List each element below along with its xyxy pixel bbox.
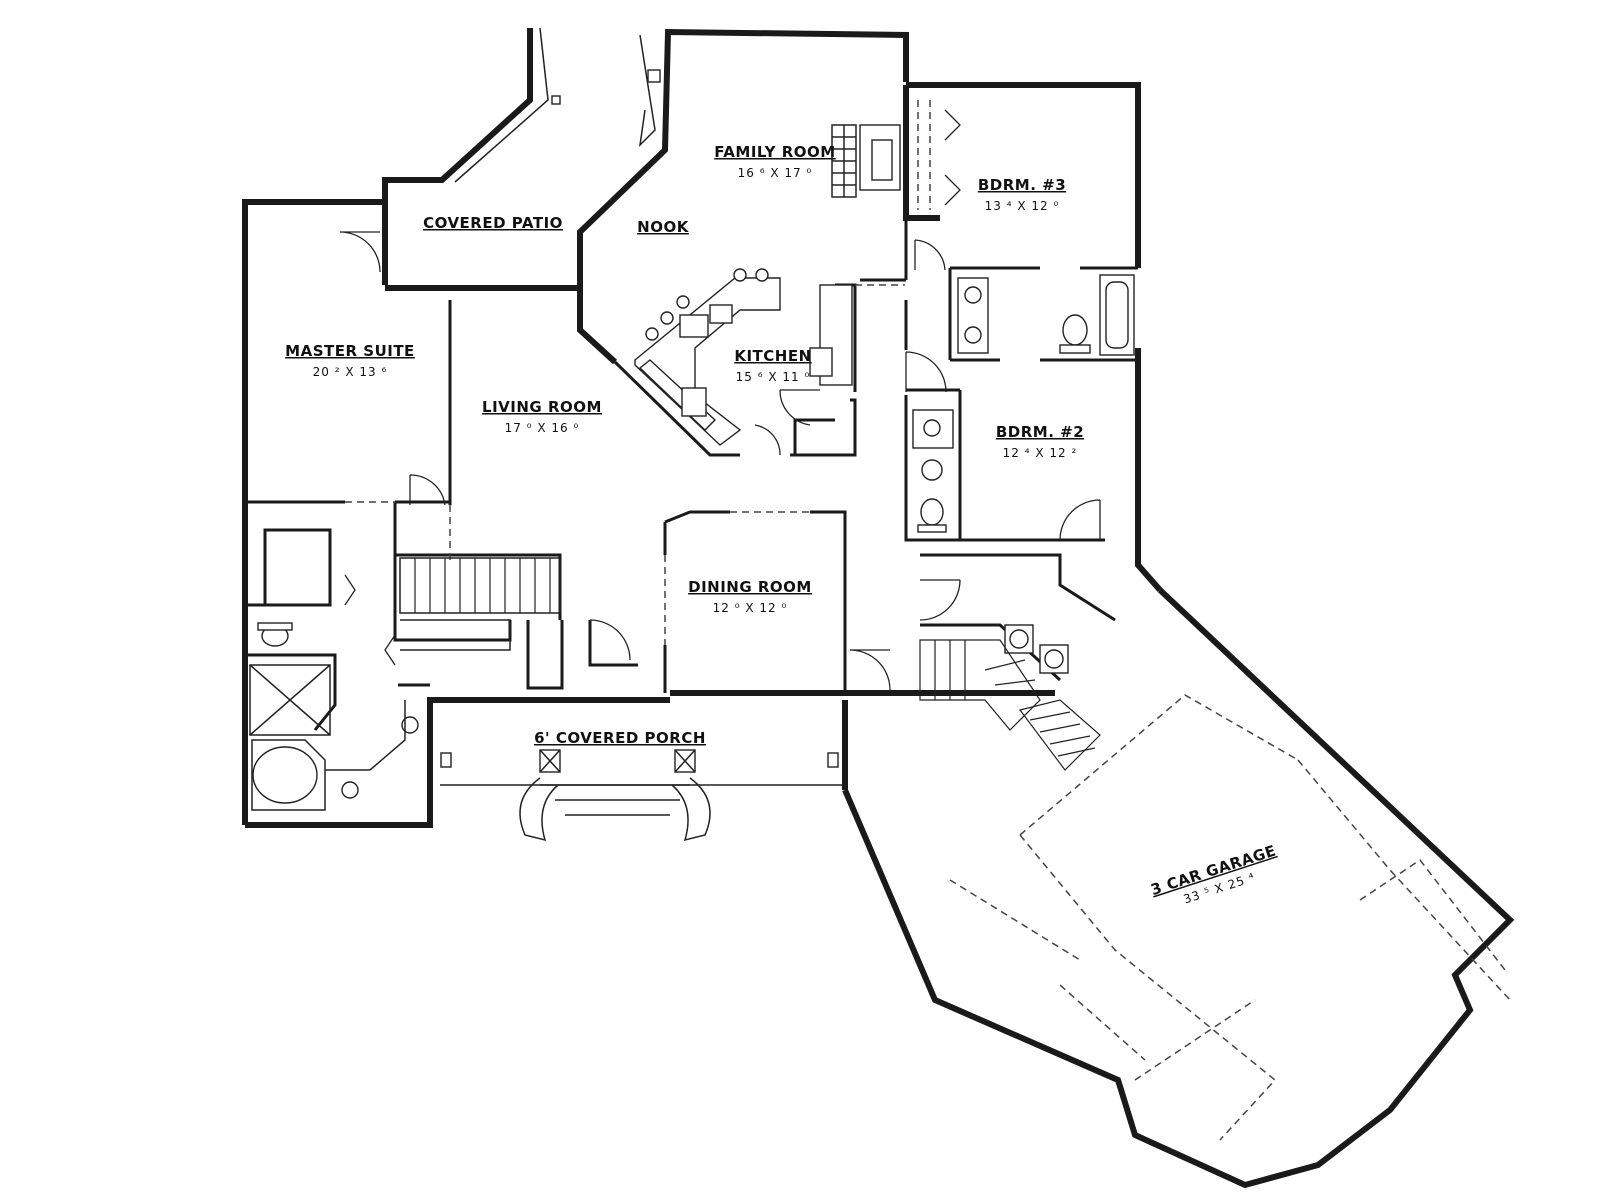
- room-kitchen-dim: 15 ⁶ X 11 ⁰: [736, 370, 811, 384]
- room-covered-porch-name: 6' COVERED PORCH: [534, 729, 706, 747]
- stairs: [399, 557, 1101, 771]
- room-family-room-dim: 16 ⁶ X 17 ⁰: [738, 166, 813, 180]
- room-kitchen-name: KITCHEN: [734, 347, 811, 365]
- patio-details: [454, 27, 661, 183]
- room-master-suite-dim: 20 ² X 13 ⁶: [313, 365, 388, 379]
- fireplace-hearth-grid: [831, 124, 857, 198]
- doors: [339, 109, 1101, 691]
- room-dining-room-name: DINING ROOM: [688, 578, 812, 596]
- room-family-room-name: FAMILY ROOM: [714, 143, 835, 161]
- exterior-walls: [242, 28, 1515, 1189]
- room-labels: FAMILY ROOM 16 ⁶ X 17 ⁰ BDRM. #3 13 ⁴ X …: [285, 143, 1278, 907]
- room-bdrm2-dim: 12 ⁴ X 12 ²: [1003, 446, 1078, 460]
- room-living-room-dim: 17 ⁰ X 16 ⁰: [505, 421, 580, 435]
- room-master-suite-name: MASTER SUITE: [285, 342, 415, 360]
- room-bdrm2-name: BDRM. #2: [996, 423, 1084, 441]
- room-living-room-name: LIVING ROOM: [482, 398, 602, 416]
- room-bdrm3-dim: 13 ⁴ X 12 ⁰: [985, 199, 1060, 213]
- room-nook-name: NOOK: [637, 218, 690, 236]
- dashed-lines: [345, 100, 1511, 1141]
- room-bdrm3-name: BDRM. #3: [978, 176, 1066, 194]
- room-dining-room-dim: 12 ⁰ X 12 ⁰: [713, 601, 788, 615]
- room-covered-patio-name: COVERED PATIO: [423, 214, 563, 232]
- fixtures: [249, 124, 1135, 842]
